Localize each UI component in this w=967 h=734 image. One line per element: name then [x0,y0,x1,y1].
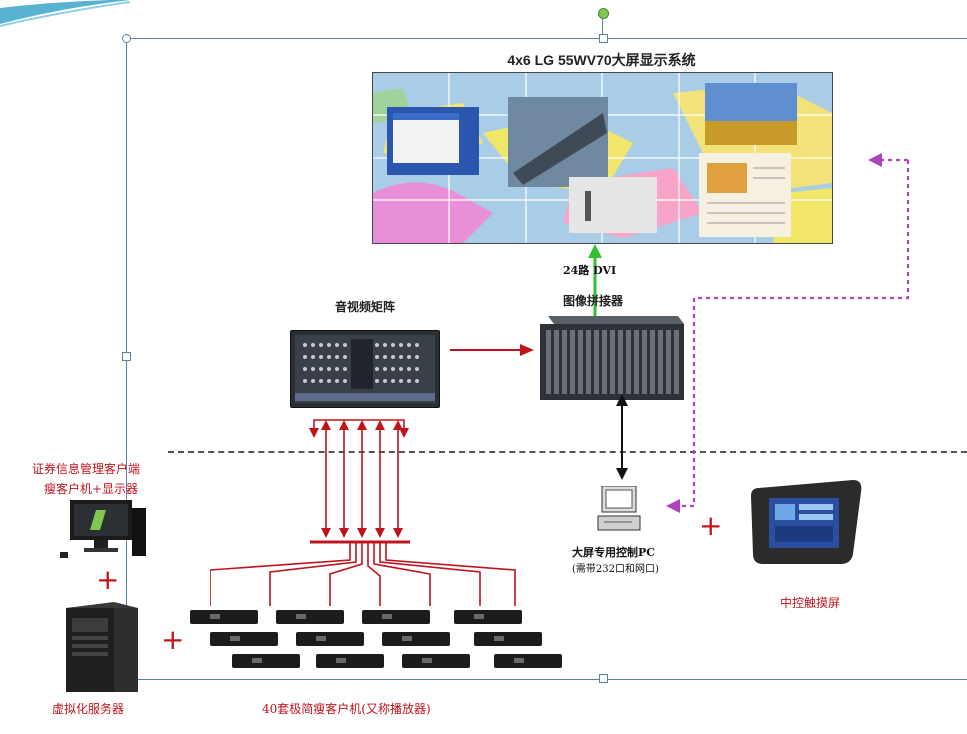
splicer-pc-link [616,394,628,480]
corner-swoosh [0,0,130,27]
image-splicer-device [538,312,684,400]
server-label: 虚拟化服务器 [52,702,125,716]
control-pc [596,485,642,532]
plus-server-clients: + [161,623,185,656]
resize-handle-left[interactable] [122,352,131,361]
matrix-io-connections [210,419,516,606]
rotate-handle-stem [602,18,603,34]
zone-separator [168,451,967,453]
resize-handle-top[interactable] [599,34,608,43]
video-wall [372,72,833,244]
dvi-arrow [588,244,602,318]
av-matrix-device [290,330,440,408]
touch-panel-device [749,478,863,566]
video-wall-title: 4x6 LG 55WV70大屏显示系统 [507,52,696,68]
client-label: 证券信息管理客户端 [32,462,141,476]
virtualization-server [62,602,138,692]
thin-client-group [190,610,562,668]
matrix-to-splicer-arrow [450,344,534,356]
control-link [666,153,910,513]
resize-handle-bottom[interactable] [599,674,608,683]
matrix-label: 音视频矩阵 [335,300,396,314]
plus-client-server: + [96,563,120,596]
thin-clients-label: 40套极简瘦客户机(又称播放器) [262,702,431,716]
client-workstation [60,500,148,560]
splicer-label: 图像拼接器 [563,294,624,308]
plus-touch: + [699,509,723,542]
dvi-label: 24路 DVI [563,264,617,277]
resize-handle-top-left[interactable] [122,34,131,43]
control-pc-label: 大屏专用控制PC [572,546,656,559]
touch-panel-label: 中控触摸屏 [780,596,841,610]
video-wall-map [373,73,832,243]
rotate-handle[interactable] [598,8,609,19]
control-pc-sublabel: (需带232口和网口) [572,564,659,575]
client-sublabel: 瘦客户机+显示器 [44,482,139,496]
